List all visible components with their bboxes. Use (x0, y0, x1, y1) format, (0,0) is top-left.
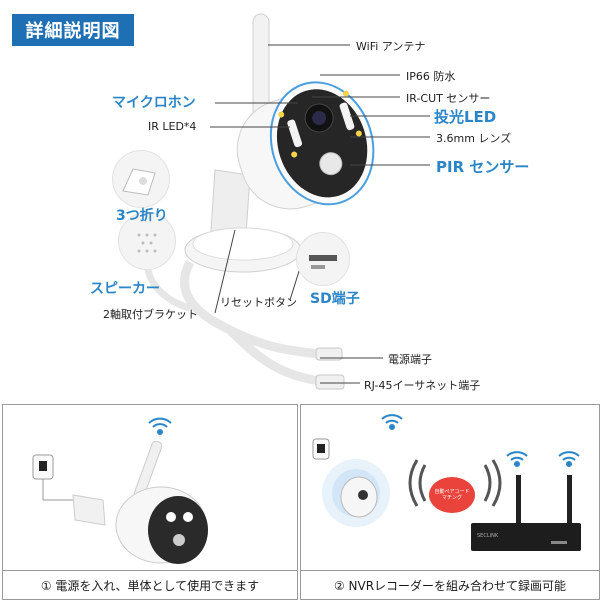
label-speaker: スピーカー (90, 281, 160, 297)
label-ir-led: IR LED*4 (148, 120, 197, 133)
standalone-panel: ① 電源を入れ、単体として使用できます (2, 404, 298, 600)
page-title: 詳細説明図 (12, 14, 134, 46)
standalone-caption: ① 電源を入れ、単体として使用できます (3, 570, 297, 599)
label-projector-led: 投光LED (434, 108, 497, 126)
nvr-illustration: SECLINK (312, 414, 581, 551)
label-power-port: 電源端子 (388, 353, 432, 366)
wifi-signal-icon (381, 414, 403, 430)
label-rj45: RJ-45イーサネット端子 (364, 379, 481, 392)
label-ir-cut: IR-CUT センサー (406, 92, 491, 105)
camera-illustration (143, 13, 430, 390)
power-adapter-icon (32, 454, 83, 501)
label-microphone: マイクロホン (112, 95, 196, 111)
label-sd-slot: SD端子 (310, 291, 360, 307)
fold-detail-image (112, 150, 170, 208)
pairing-badge-line2: マチング (441, 495, 462, 501)
nvr-panel: SECLINK 自動ペアコード マチング ② NVRレコーダーを組み合わせて録画… (300, 404, 600, 600)
wifi-signal-icon (148, 417, 172, 435)
label-ip66: IP66 防水 (406, 70, 456, 83)
standalone-illustration (32, 417, 208, 564)
pairing-badge: 自動ペアコード マチング (429, 477, 475, 513)
speaker-detail-image (118, 212, 176, 270)
signal-wave-icon (408, 459, 502, 507)
nvr-caption: ② NVRレコーダーを組み合わせて録画可能 (301, 570, 599, 599)
label-bracket: 2軸取付ブラケット (103, 308, 198, 321)
sd-slot-detail-image (296, 232, 350, 286)
pairing-badge-line1: 自動ペアコード (434, 489, 470, 495)
label-reset-button: リセットボタン (220, 296, 297, 309)
label-lens: 3.6mm レンズ (436, 132, 512, 145)
label-fold3: 3つ折り (116, 208, 168, 224)
power-adapter-icon (312, 438, 330, 460)
label-wifi-antenna: WiFi アンテナ (356, 40, 426, 53)
nvr-brand-label: SECLINK (477, 533, 499, 539)
label-pir-sensor: PIR センサー (436, 158, 530, 176)
wifi-signal-icon (506, 451, 580, 467)
